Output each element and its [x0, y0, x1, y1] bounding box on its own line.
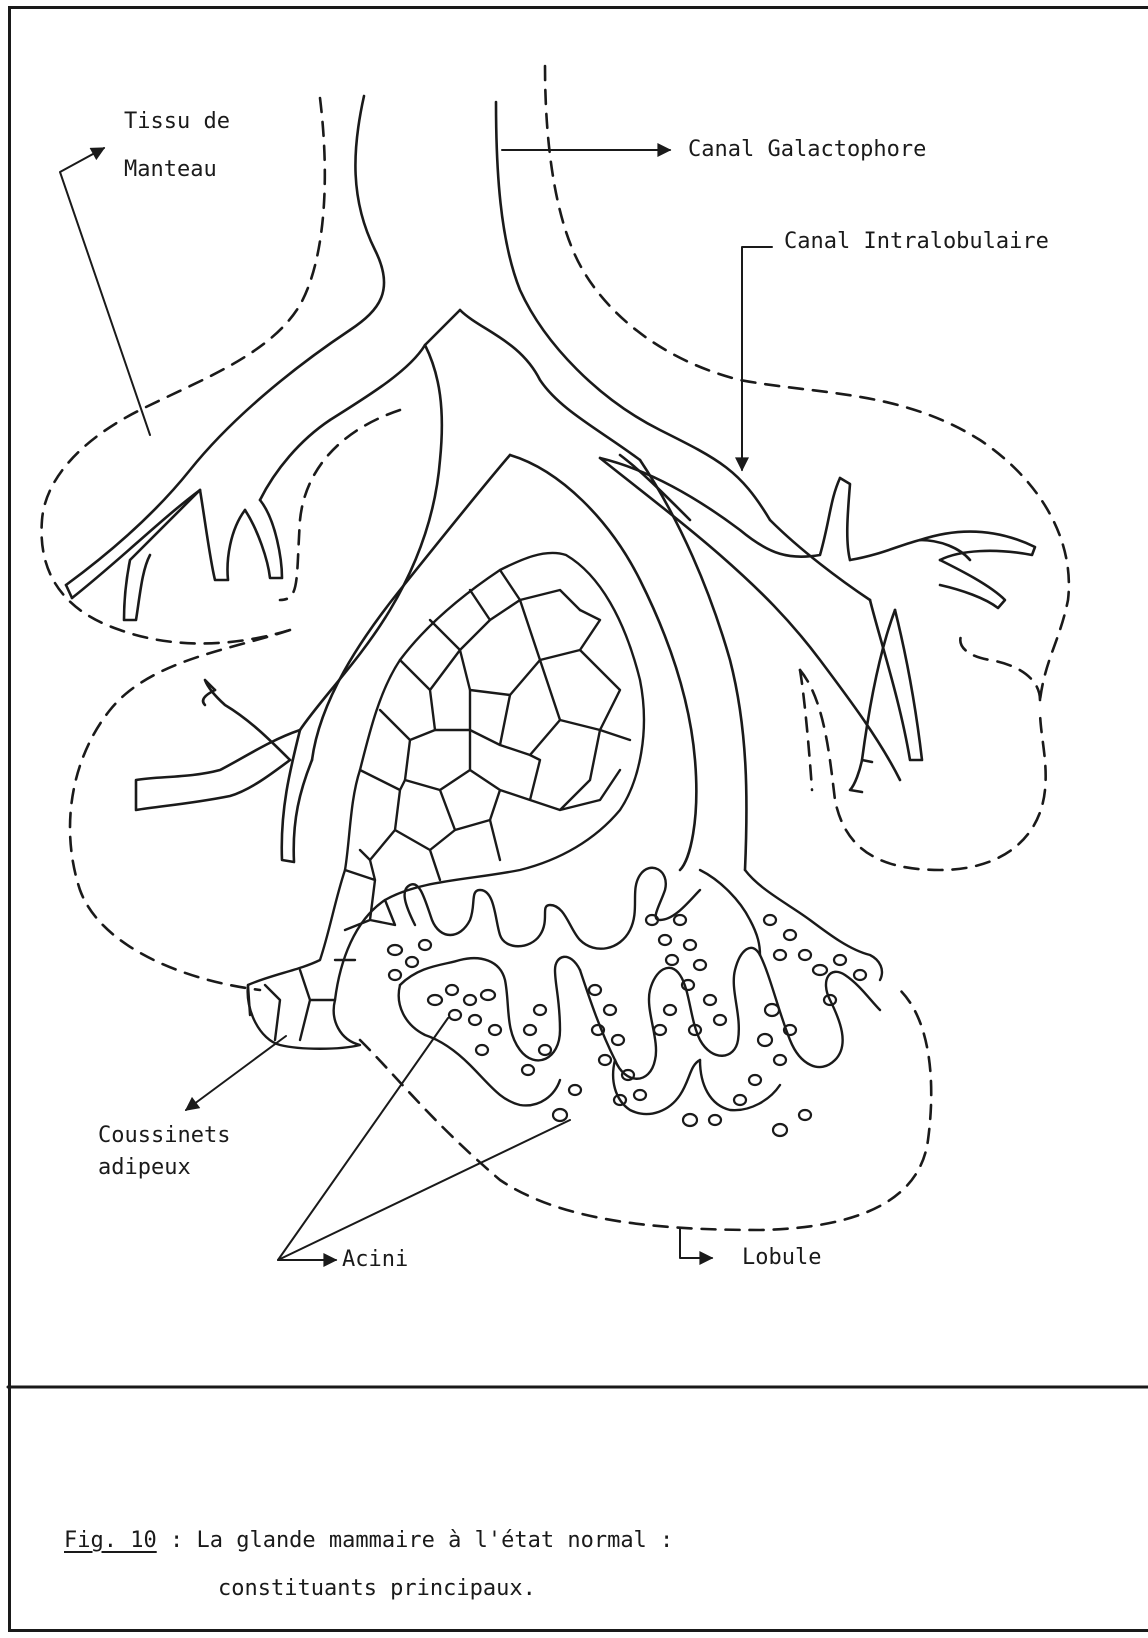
fat-pad-cells — [248, 553, 644, 1049]
figure-caption-line2: constituants principaux. — [218, 1574, 536, 1604]
label-canal-galactophore: Canal Galactophore — [688, 136, 926, 164]
label-acini: Acini — [342, 1246, 408, 1274]
acini-dots — [388, 915, 866, 1136]
figure-caption-line1: Fig. 10 : La glande mammaire à l'état no… — [64, 1526, 673, 1556]
duct-system — [66, 96, 1035, 870]
figure-number: Fig. 10 — [64, 1528, 157, 1553]
label-coussinets-line1: Coussinets — [98, 1122, 230, 1150]
label-tissu-line2: Manteau — [124, 156, 217, 184]
caption-text-line1: La glande mammaire à l'état normal : — [196, 1528, 673, 1553]
acini-region — [388, 868, 882, 1136]
leader-lines — [60, 148, 772, 1260]
caption-separator: : — [157, 1528, 197, 1553]
label-tissu-line1: Tissu de — [124, 108, 230, 136]
label-canal-intralobulaire: Canal Intralobulaire — [784, 228, 1049, 256]
label-coussinets-line2: adipeux — [98, 1154, 191, 1182]
label-lobule: Lobule — [742, 1244, 821, 1272]
